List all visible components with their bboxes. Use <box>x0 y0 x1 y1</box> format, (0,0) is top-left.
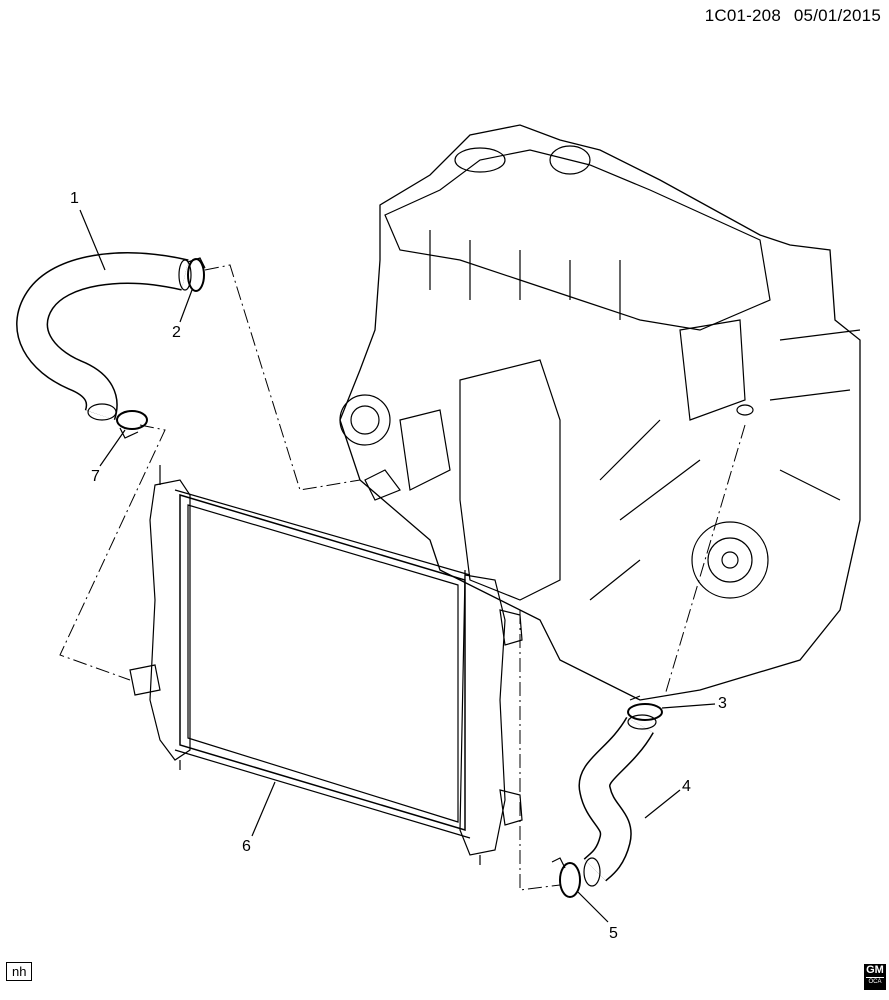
hose-clamp-3 <box>627 695 663 721</box>
lower-radiator-hose <box>578 714 657 887</box>
callout-3: 3 <box>718 695 727 712</box>
callout-6: 6 <box>242 838 251 855</box>
routing-lines <box>59 264 746 891</box>
gm-logo-text: GM <box>866 964 884 976</box>
diagram-code: 1C01-208 <box>704 6 781 25</box>
leader-lines <box>79 209 716 923</box>
hose-clamp-2 <box>187 257 206 292</box>
radiator <box>129 465 523 865</box>
callout-2: 2 <box>172 324 181 341</box>
hose-clamp-5 <box>551 857 581 898</box>
callout-1: 1 <box>70 190 79 207</box>
diagram-header: 1C01-208 05/01/2015 <box>697 6 881 26</box>
callout-4: 4 <box>682 778 691 795</box>
gm-logo: GM OCA <box>864 964 886 990</box>
illustrator-initials: nh <box>6 962 33 981</box>
callout-7: 7 <box>91 468 100 485</box>
gm-logo-sub: OCA <box>866 977 884 987</box>
upper-radiator-hose <box>16 252 192 421</box>
hose-clamp-7 <box>116 410 148 439</box>
engine-assembly <box>339 124 861 701</box>
callout-5: 5 <box>609 925 618 942</box>
diagram-date: 05/01/2015 <box>793 6 881 25</box>
